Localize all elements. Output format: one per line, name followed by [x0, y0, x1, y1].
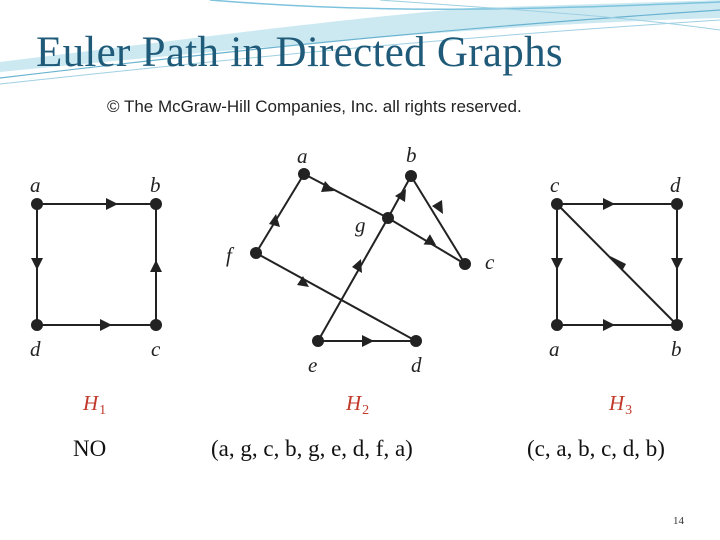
vertex-b [405, 170, 417, 182]
edge-g-e [317, 217, 389, 342]
arrow-f-a [269, 214, 280, 227]
graph-name: H [82, 391, 100, 415]
graph-subscript: 3 [625, 403, 632, 418]
graph-subscript: 2 [362, 403, 369, 418]
edge-b-c [410, 175, 466, 265]
page-number: 14 [673, 515, 684, 527]
vertex-d [410, 335, 422, 347]
answer-h1: NO [73, 436, 107, 461]
vertex-a [31, 198, 43, 210]
arrow-g-c [423, 234, 437, 246]
graph-label-h1: H1 [82, 391, 106, 418]
vertex-label-c: c [550, 173, 560, 197]
graph-subscript: 1 [99, 403, 106, 418]
arrow-g-b [395, 189, 406, 202]
graph-label-h2: H2 [345, 391, 369, 418]
vertex-label-b: b [671, 337, 682, 361]
vertex-c [459, 258, 471, 270]
vertex-label-b: b [150, 173, 161, 197]
vertex-label-c: c [485, 250, 495, 274]
figure-panel [30, 92, 686, 420]
graph-label-h3: H3 [608, 391, 632, 418]
copyright-notice: © The McGraw-Hill Companies, Inc. all ri… [107, 97, 522, 116]
arrow-e-d [362, 335, 374, 347]
vertex-label-c: c [151, 337, 161, 361]
slide-title: Euler Path in Directed Graphs [36, 29, 563, 76]
arrow-d-f [297, 276, 309, 287]
arrow-c-a [551, 258, 563, 270]
vertex-label-d: d [30, 337, 41, 361]
arrow-a-b [106, 198, 118, 210]
arrow-a-g [321, 181, 334, 192]
vertex-label-d: d [670, 173, 681, 197]
vertex-label-e: e [308, 353, 317, 377]
vertex-a [298, 168, 310, 180]
header-swoosh [0, 0, 720, 85]
vertex-label-b: b [406, 143, 417, 167]
vertex-g [382, 212, 394, 224]
arrow-b-c [610, 256, 626, 271]
vertex-label-g: g [355, 213, 366, 237]
graph-h2: a b c d e f g H2 [226, 143, 495, 418]
vertex-e [312, 335, 324, 347]
vertex-label-f: f [226, 243, 235, 267]
vertex-b [150, 198, 162, 210]
vertex-f [250, 247, 262, 259]
vertex-a [551, 319, 563, 331]
vertex-label-a: a [30, 173, 41, 197]
graph-name: H [608, 391, 626, 415]
graph-h3: c d a b H3 [549, 173, 683, 418]
vertex-c [150, 319, 162, 331]
vertex-b [671, 319, 683, 331]
arrow-d-c [100, 319, 112, 331]
vertex-label-a: a [297, 144, 308, 168]
vertex-label-d: d [411, 353, 422, 377]
edge-a-g [303, 173, 389, 219]
arrow-c-d [603, 198, 615, 210]
edge-d-f [255, 252, 417, 342]
arrow-a-d [31, 258, 43, 270]
arrow-b-c [432, 200, 443, 214]
vertex-d [671, 198, 683, 210]
arrow-d-b [671, 258, 683, 270]
arrow-g-e [352, 259, 362, 273]
vertex-label-a: a [549, 337, 560, 361]
arrow-c-b [150, 260, 162, 272]
graph-h1: a b c d H1 [30, 173, 162, 418]
arrow-a-b [603, 319, 615, 331]
answer-h2: (a, g, c, b, g, e, d, f, a) [211, 436, 413, 461]
vertex-c [551, 198, 563, 210]
edge-f-a [255, 173, 305, 254]
graph-name: H [345, 391, 363, 415]
vertex-d [31, 319, 43, 331]
answer-h3: (c, a, b, c, d, b) [527, 436, 665, 461]
